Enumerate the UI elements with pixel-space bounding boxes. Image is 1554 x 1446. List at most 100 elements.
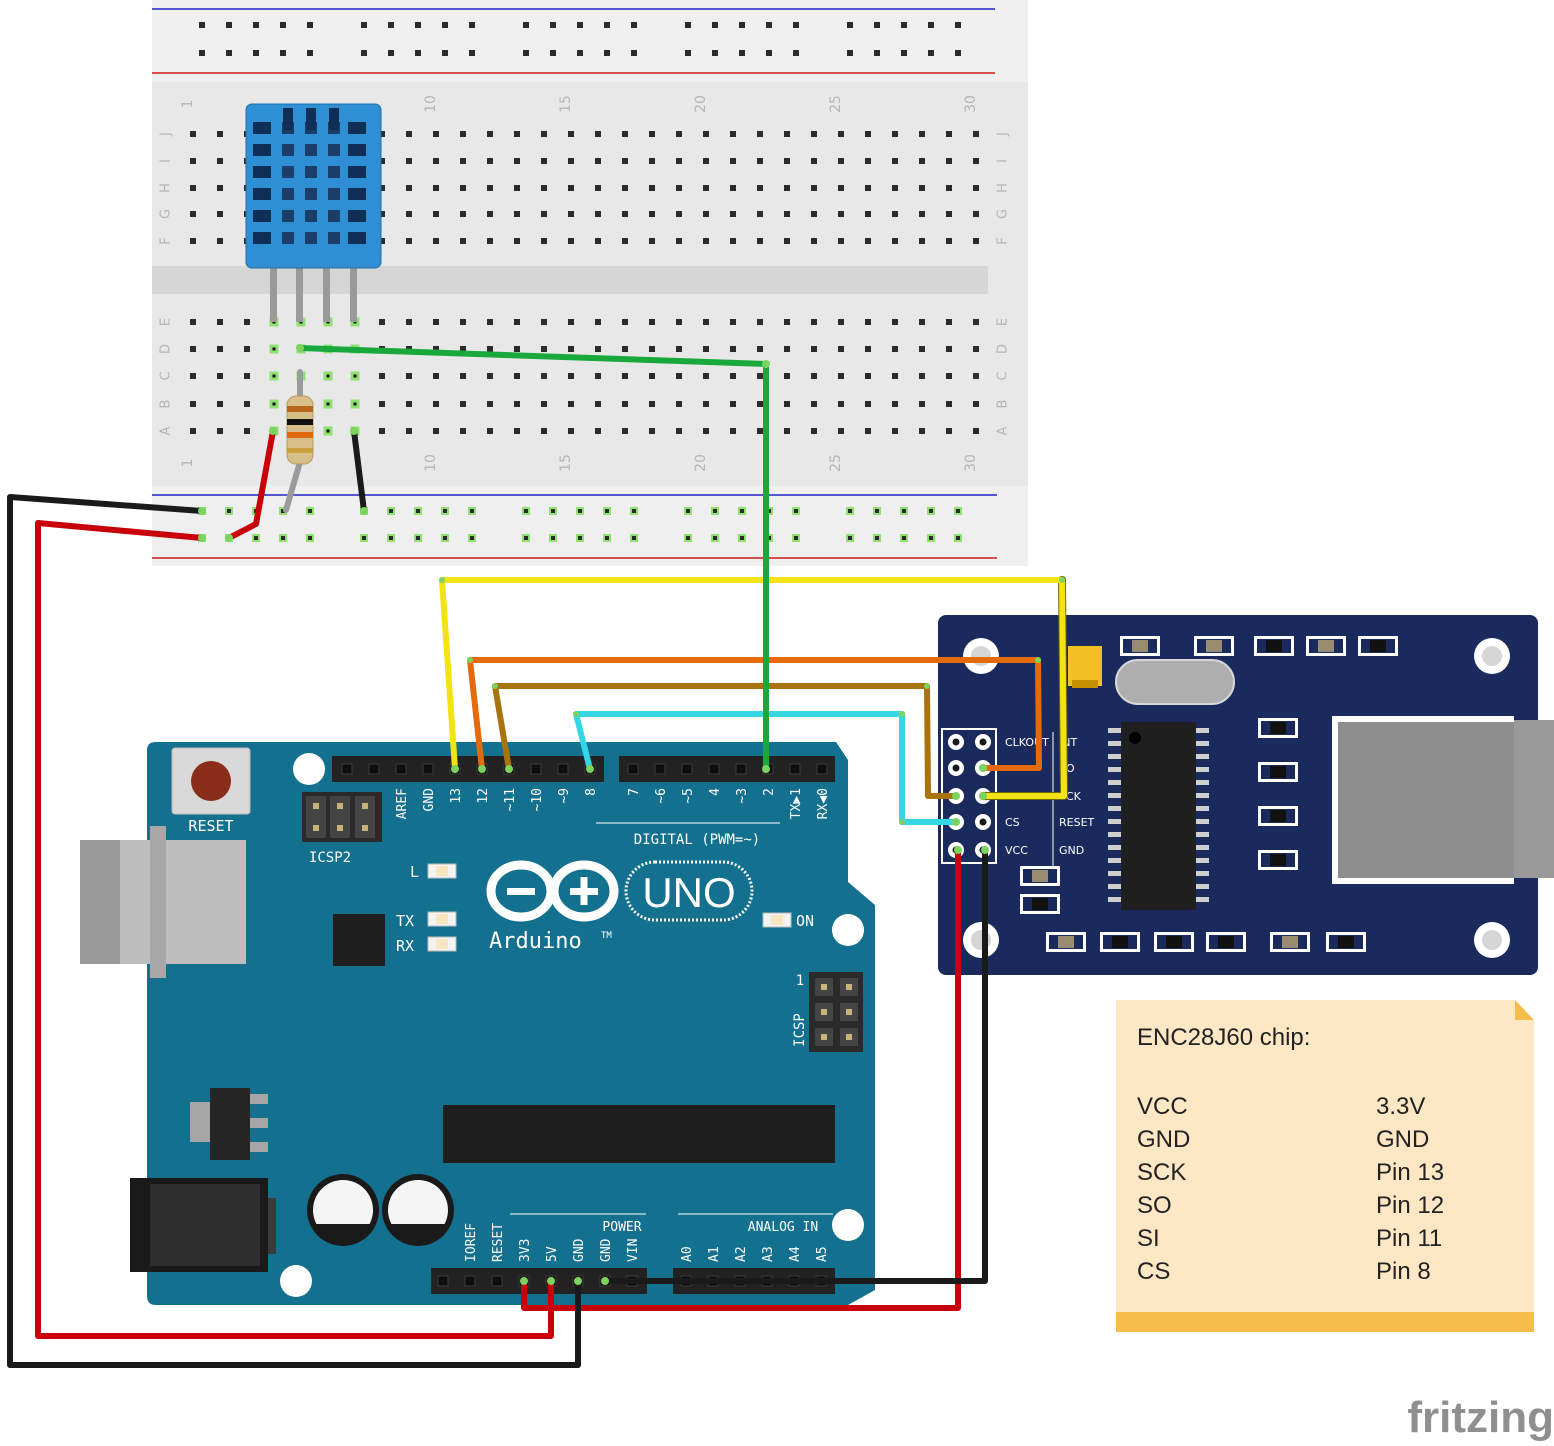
- breadboard-hole: [406, 373, 412, 379]
- breadboard-hole: [568, 185, 574, 191]
- digital-pin-label: ~10: [530, 788, 545, 811]
- breadboard-hole: [757, 401, 763, 407]
- mount-hole: [832, 914, 864, 946]
- breadboard-hole: [703, 319, 709, 325]
- row-letter: C: [159, 371, 174, 380]
- header-pin: [491, 1275, 503, 1287]
- rail-hole: [604, 50, 610, 56]
- dht-vent: [305, 232, 317, 244]
- header-pin: [557, 763, 569, 775]
- reset-button[interactable]: [191, 761, 231, 801]
- breadboard-hole: [244, 401, 250, 407]
- breadboard-hole: [919, 346, 925, 352]
- rail-hole: [954, 534, 962, 542]
- power-pin-label: RESET: [491, 1223, 506, 1262]
- row-letter: F: [159, 237, 174, 244]
- breadboard-hole: [190, 428, 196, 434]
- breadboard-hole: [757, 319, 763, 325]
- dht-vent: [282, 232, 294, 244]
- breadboard-hole: [433, 346, 439, 352]
- breadboard-hole: [487, 319, 493, 325]
- rail-hole: [387, 534, 395, 542]
- analog-pin-label: A2: [734, 1246, 749, 1262]
- breadboard-hole: [757, 185, 763, 191]
- digital-header-2: [619, 756, 835, 782]
- breadboard-hole: [784, 373, 790, 379]
- arduino-wordmark: Arduino: [489, 929, 582, 954]
- note-title: ENC28J60 chip:: [1137, 1024, 1310, 1051]
- breadboard-hole: [730, 158, 736, 164]
- breadboard-hole: [460, 428, 466, 434]
- dht-vent: [328, 188, 340, 200]
- rail-hole: [577, 50, 583, 56]
- header-pin: [816, 763, 828, 775]
- breadboard-hole: [838, 131, 844, 137]
- breadboard-hole: [838, 158, 844, 164]
- breadboard-hole: [892, 401, 898, 407]
- digital-pin-label: 12: [476, 788, 491, 804]
- rail-hole: [685, 50, 691, 56]
- breadboard-hole: [973, 185, 979, 191]
- breadboard-hole: [973, 401, 979, 407]
- row-letter: E: [996, 318, 1011, 326]
- breadboard-hole: [244, 428, 250, 434]
- breadboard-hole: [514, 428, 520, 434]
- rail-hole: [253, 50, 259, 56]
- breadboard-hole: [541, 211, 547, 217]
- dht-vent: [348, 122, 366, 134]
- mount-hole: [293, 753, 325, 785]
- breadboard-hole: [217, 428, 223, 434]
- breadboard-hole: [757, 238, 763, 244]
- rail-hole: [550, 22, 556, 28]
- breadboard-hole: [892, 319, 898, 325]
- row-letter: H: [159, 183, 174, 193]
- breadboard-hole: [892, 185, 898, 191]
- dht-vent: [253, 232, 271, 244]
- breadboard-hole: [433, 238, 439, 244]
- column-number: 30: [963, 454, 979, 472]
- breadboard-hole: [541, 319, 547, 325]
- row-letter: A: [159, 426, 174, 435]
- breadboard-hole: [973, 211, 979, 217]
- breadboard-hole: [892, 238, 898, 244]
- breadboard-hole: [433, 185, 439, 191]
- rail-hole: [550, 50, 556, 56]
- breadboard-hole: [514, 131, 520, 137]
- breadboard-hole: [892, 131, 898, 137]
- breadboard-hole: [892, 158, 898, 164]
- rail-hole: [738, 507, 746, 515]
- atmega-chip: [443, 1105, 835, 1163]
- breadboard-hole: [487, 158, 493, 164]
- breadboard-hole: [487, 211, 493, 217]
- rail-hole: [766, 22, 772, 28]
- note-signal: CS: [1137, 1258, 1170, 1285]
- breadboard-hole: [622, 319, 628, 325]
- breadboard-hole: [784, 211, 790, 217]
- rail-hole: [576, 507, 584, 515]
- breadboard-hole: [676, 131, 682, 137]
- dht-vent: [305, 144, 317, 156]
- rail-hole: [685, 22, 691, 28]
- note-signal: GND: [1137, 1126, 1190, 1153]
- wire-red-jumper: [226, 428, 276, 541]
- rail-hole: [441, 507, 449, 515]
- breadboard-hole: [595, 211, 601, 217]
- dht-vent: [348, 188, 366, 200]
- breadboard-hole: [730, 319, 736, 325]
- breadboard-hole: [433, 373, 439, 379]
- breadboard-hole: [973, 238, 979, 244]
- row-letter: I: [996, 159, 1011, 163]
- breadboard-hole: [703, 185, 709, 191]
- breadboard-hole: [622, 428, 628, 434]
- breadboard-hole: [568, 158, 574, 164]
- led-on-label: ON: [796, 912, 814, 930]
- breadboard-hole: [595, 131, 601, 137]
- breadboard-hole: [622, 131, 628, 137]
- breadboard-hole: [541, 373, 547, 379]
- digital-pin-label: TX▶1: [789, 788, 804, 819]
- breadboard-hole: [514, 185, 520, 191]
- breadboard-hole: [919, 211, 925, 217]
- breadboard-hole: [406, 401, 412, 407]
